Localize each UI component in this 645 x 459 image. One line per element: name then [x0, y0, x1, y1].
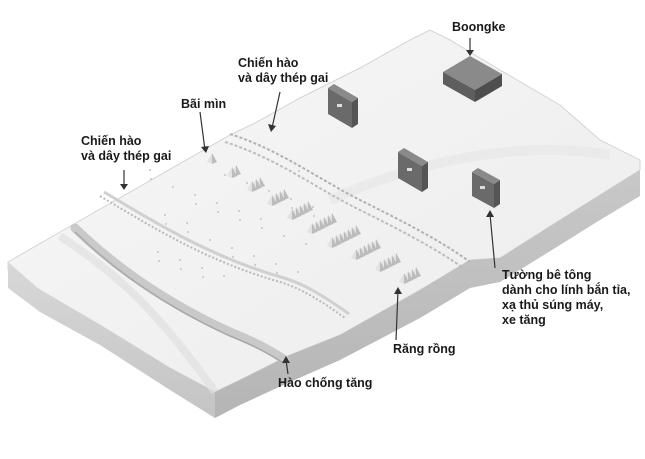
concrete-walls-label-line2: dành cho lính bắn tỉa,	[502, 283, 631, 297]
mine-dot	[297, 271, 299, 273]
minefield-dots	[149, 169, 315, 278]
trench-wire-top-pointer	[271, 91, 281, 129]
mine-dot	[209, 239, 211, 241]
mine-dot	[261, 227, 263, 229]
mine-dot	[165, 223, 167, 225]
dragon-tooth	[327, 237, 337, 248]
mine-dot	[157, 251, 159, 253]
bunker-pointer-head	[466, 50, 474, 56]
dragon-tooth	[375, 261, 385, 272]
mine-dot	[202, 276, 204, 278]
mine-dot	[254, 264, 256, 266]
mine-dot	[172, 186, 174, 188]
concrete-walls-pointer	[489, 213, 496, 269]
concrete-walls-label-line3: xạ thủ súng máy,	[502, 298, 604, 312]
mine-dot	[283, 235, 285, 237]
mine-dot	[194, 194, 196, 196]
mine-dot	[186, 222, 188, 224]
mine-dot	[224, 174, 226, 176]
concrete-wall-1	[328, 84, 358, 128]
mine-dot	[312, 206, 314, 208]
mine-dot	[158, 260, 160, 262]
bunker-label: Boongke	[452, 20, 506, 34]
anti-tank-ditch-edge	[74, 231, 286, 365]
minefield-pointer-head	[201, 146, 209, 153]
mine-dot	[231, 247, 233, 249]
mine-dot	[217, 211, 219, 213]
mine-dot	[187, 231, 189, 233]
trench-wire-front	[99, 190, 350, 319]
mine-dot	[290, 198, 292, 200]
mine-dot	[253, 255, 255, 257]
mine-dot	[149, 169, 151, 171]
mine-dot	[150, 178, 152, 180]
concrete-walls-label-line1: Tường bê tông	[502, 268, 592, 282]
dragon-teeth-label: Răng rồng	[393, 342, 456, 356]
concrete-wall-3	[472, 168, 500, 208]
mine-dot	[291, 207, 293, 209]
concrete-walls-label-line4: xe tăng	[502, 313, 546, 327]
anti-tank-ditch-label: Hào chống tăng	[278, 376, 373, 390]
mine-dot	[246, 182, 248, 184]
mine-dot	[223, 275, 225, 277]
terrain-front-side	[8, 262, 215, 418]
dragon-tooth	[267, 195, 277, 206]
dragon-tooth	[307, 223, 317, 234]
mine-dot	[238, 210, 240, 212]
anti-tank-ditch-pointer-head	[282, 356, 290, 363]
dragon-teeth-pointer-head	[394, 287, 402, 294]
mine-dot	[313, 215, 315, 217]
mine-dot	[201, 267, 203, 269]
dragon-tooth	[287, 209, 297, 220]
dragon-teeth-pointer	[395, 289, 399, 341]
mine-dot	[180, 268, 182, 270]
mine-dot	[232, 256, 234, 258]
terrain-fold	[57, 232, 219, 395]
anti-tank-ditch	[70, 223, 290, 365]
concrete-walls-pointer-head	[486, 210, 494, 217]
mine-dot	[298, 170, 300, 172]
mine-dot	[179, 259, 181, 261]
mine-dot	[275, 263, 277, 265]
minefield-label: Bãi mìn	[181, 97, 227, 111]
dragon-tooth	[247, 181, 257, 192]
concrete-wall-2	[398, 148, 428, 192]
trench-wire-back	[224, 133, 471, 271]
bunker-structure	[443, 56, 502, 102]
mine-dot	[268, 190, 270, 192]
concrete-walls-label: Tường bê tông dành cho lính bắn tỉa, xạ …	[502, 268, 630, 328]
dragon-tooth	[351, 249, 361, 260]
trench-wire-top-label: Chiến hào và dây thép gai	[238, 56, 328, 86]
mine-dot	[260, 218, 262, 220]
trench-wire-top-label-line1: Chiến hào	[238, 56, 299, 70]
mine-dot	[305, 243, 307, 245]
trench-wire-left-label: Chiến hào và dây thép gai	[81, 134, 171, 164]
dragon-tooth	[399, 273, 409, 284]
trench-wire-left-label-line1: Chiến hào	[81, 134, 142, 148]
dragon-tooth	[207, 153, 217, 164]
mine-dot	[195, 203, 197, 205]
terrain-fold	[327, 145, 611, 205]
minefield-pointer	[199, 111, 206, 151]
trench-wire-top-label-line2: và dây thép gai	[238, 71, 329, 85]
dragon-tooth	[227, 167, 237, 178]
mine-dot	[239, 219, 241, 221]
mine-dot	[276, 272, 278, 274]
trench-wire-top-pointer-head	[268, 124, 276, 132]
mine-dot	[216, 202, 218, 204]
dragon-teeth-group	[207, 153, 421, 284]
trench-wire-left-pointer-head	[120, 184, 128, 190]
trench-wire-left-label-line2: và dây thép gai	[81, 149, 172, 163]
terrain-right-side	[215, 170, 640, 418]
mine-dot	[164, 214, 166, 216]
